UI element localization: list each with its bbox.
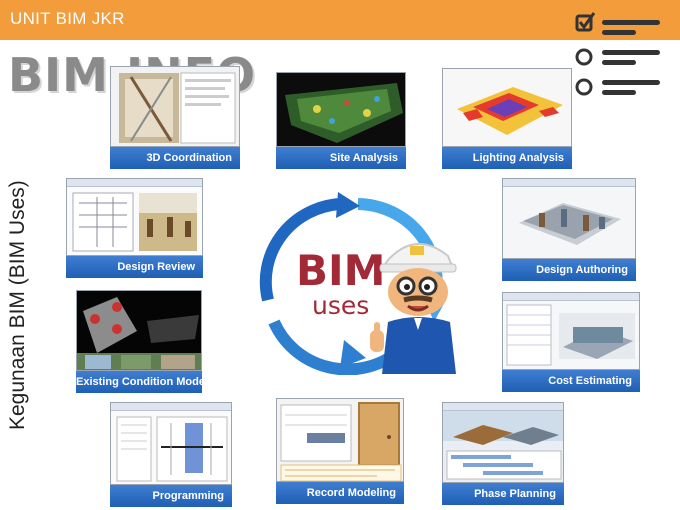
checklist-icon	[575, 12, 660, 96]
tile-label: Cost Estimating	[502, 370, 640, 392]
tile-label: Phase Planning	[442, 483, 564, 505]
tile-site-analysis: Site Analysis	[276, 72, 406, 169]
thumbnail-cost-estimating	[502, 292, 640, 370]
tile-lighting-analysis: Lighting Analysis	[442, 68, 572, 169]
tile-design-review: Design Review	[66, 178, 203, 278]
side-label: Kegunaan BIM (BIM Uses)	[6, 180, 29, 430]
header-title: UNIT BIM JKR	[10, 9, 125, 28]
thumbnail-design-authoring	[502, 178, 636, 259]
thumbnail-programming	[110, 402, 232, 485]
tile-label: Lighting Analysis	[442, 147, 572, 169]
tile-label: Site Analysis	[276, 147, 406, 169]
thumbnail-3d-coordination	[110, 66, 240, 147]
tile-design-authoring: Design Authoring	[502, 178, 636, 281]
tile-3d-coordination: 3D Coordination	[110, 66, 240, 169]
center-bim-text: BIM	[296, 246, 386, 295]
tile-label: Design Review	[66, 256, 203, 278]
tile-label: Design Authoring	[502, 259, 636, 281]
tile-phase-planning: Phase Planning	[442, 402, 564, 505]
tile-programming: Programming	[110, 402, 232, 507]
tile-label: Programming	[110, 485, 232, 507]
thumbnail-phase-planning	[442, 402, 564, 483]
thumbnail-record-modeling	[276, 398, 404, 482]
mascot-engineer-icon	[370, 242, 457, 374]
thumbnail-lighting-analysis	[442, 68, 572, 147]
tile-existing-condition-modeling: Existing Condition Modeling	[76, 290, 224, 393]
tile-cost-estimating: Cost Estimating	[502, 292, 640, 392]
tile-label: 3D Coordination	[110, 147, 240, 169]
thumbnail-design-review	[66, 178, 203, 256]
thumbnail-site-analysis	[276, 72, 406, 147]
tile-label: Existing Condition Modeling	[76, 371, 224, 393]
center-uses-text: uses	[312, 291, 370, 320]
tile-label: Record Modeling	[276, 482, 404, 504]
header-bar: UNIT BIM JKR	[0, 0, 680, 40]
thumbnail-existing-condition-modeling	[76, 290, 202, 371]
tile-record-modeling: Record Modeling	[276, 398, 404, 504]
